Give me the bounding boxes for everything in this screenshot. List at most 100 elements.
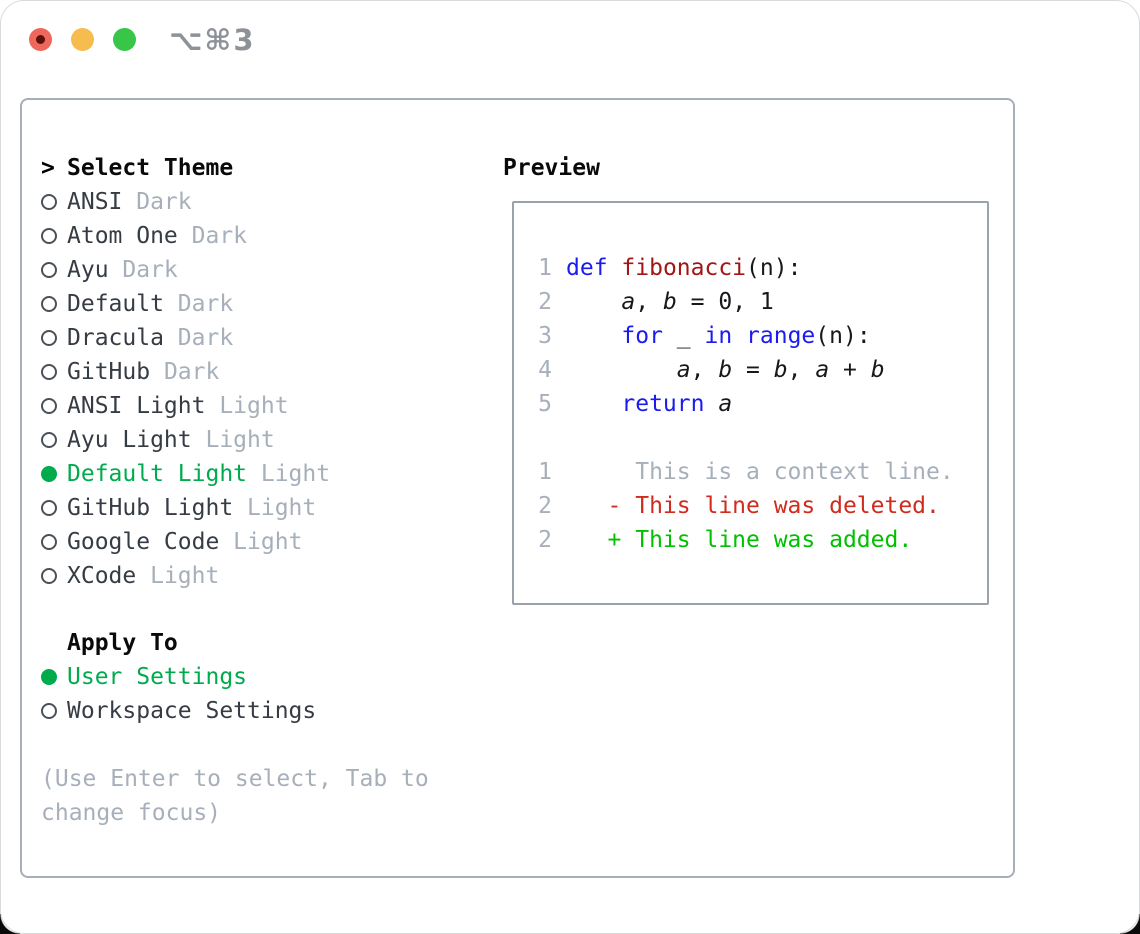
theme-name: GitHub bbox=[67, 359, 151, 385]
code-text: a, b = b, a + b bbox=[676, 357, 885, 383]
diff-preview: 1 This is a context line. 2 - This line w… bbox=[514, 455, 987, 557]
selected-radio-icon bbox=[41, 669, 57, 685]
theme-option-ayu[interactable]: Ayu Dark bbox=[41, 253, 330, 287]
token-var: b bbox=[718, 357, 733, 383]
apply-option-name: User Settings bbox=[67, 664, 248, 690]
theme-variant-tag: Light bbox=[191, 427, 275, 453]
theme-variant-tag: Light bbox=[205, 393, 289, 419]
token-var: b bbox=[662, 289, 677, 315]
theme-variant-tag: Dark bbox=[122, 189, 192, 215]
zoom-button[interactable] bbox=[113, 28, 136, 51]
token-function: fibonacci bbox=[621, 255, 747, 281]
theme-variant-tag: Dark bbox=[108, 257, 178, 283]
line-number: 4 bbox=[538, 357, 552, 383]
token-keyword: return bbox=[621, 391, 705, 417]
line-number: 2 bbox=[538, 493, 552, 519]
screenshot-corner bbox=[0, 914, 20, 934]
preview-title: Preview bbox=[503, 155, 600, 181]
theme-option-xcode[interactable]: XCode Light bbox=[41, 559, 330, 593]
line-number: 1 bbox=[538, 459, 552, 485]
radio-icon bbox=[41, 262, 57, 278]
line-number: 2 bbox=[538, 527, 552, 553]
radio-icon bbox=[41, 398, 57, 414]
screenshot-corner bbox=[1120, 914, 1140, 934]
apply-option-workspace-settings[interactable]: Workspace Settings bbox=[41, 694, 316, 728]
code-line: 2 a, b = 0, 1 bbox=[514, 285, 987, 319]
token-var: a bbox=[621, 289, 636, 315]
theme-name: Default bbox=[67, 291, 164, 317]
prompt-arrow-icon: > bbox=[41, 155, 55, 181]
code-line: 5 return a bbox=[514, 387, 987, 421]
theme-option-github-light[interactable]: GitHub Light Light bbox=[41, 491, 330, 525]
window-title-shortcut: ⌥⌘3 bbox=[169, 23, 256, 57]
theme-name: Google Code bbox=[67, 529, 220, 555]
close-button[interactable] bbox=[29, 28, 52, 51]
select-theme-title: Select Theme bbox=[67, 155, 234, 181]
diff-line-context: 1 This is a context line. bbox=[514, 455, 987, 489]
titlebar: ⌥⌘3 bbox=[1, 1, 1139, 97]
radio-icon bbox=[41, 296, 57, 312]
theme-variant-tag: Light bbox=[247, 461, 331, 487]
theme-option-github[interactable]: GitHub Dark bbox=[41, 355, 330, 389]
apply-to-title: Apply To bbox=[67, 630, 178, 656]
theme-option-ansi[interactable]: ANSI Dark bbox=[41, 185, 330, 219]
token-var: a bbox=[815, 357, 830, 383]
apply-option-user-settings[interactable]: User Settings bbox=[41, 660, 316, 694]
line-number: 5 bbox=[538, 391, 552, 417]
theme-variant-tag: Dark bbox=[163, 325, 234, 351]
theme-variant-tag: Light bbox=[136, 563, 220, 589]
theme-option-atom-one[interactable]: Atom One Dark bbox=[41, 219, 330, 253]
radio-icon bbox=[41, 330, 57, 346]
radio-icon bbox=[41, 432, 57, 448]
line-number: 2 bbox=[538, 289, 552, 315]
radio-icon bbox=[41, 703, 57, 719]
token-keyword: for bbox=[621, 323, 663, 349]
line-number: 1 bbox=[538, 255, 552, 281]
close-button-dot bbox=[36, 35, 45, 44]
theme-option-ansi-light[interactable]: ANSI Light Light bbox=[41, 389, 330, 423]
apply-to-header: Apply To bbox=[41, 626, 316, 660]
theme-variant-tag: Dark bbox=[150, 359, 220, 385]
token-var: a bbox=[676, 357, 691, 383]
theme-option-dracula[interactable]: Dracula Dark bbox=[41, 321, 330, 355]
theme-name: Default Light bbox=[67, 461, 248, 487]
keyboard-hint: (Use Enter to select, Tab to change focu… bbox=[41, 766, 429, 826]
theme-variant-tag: Light bbox=[219, 529, 303, 555]
radio-icon bbox=[41, 534, 57, 550]
radio-icon bbox=[41, 568, 57, 584]
diff-line-added: 2 + This line was added. bbox=[514, 523, 987, 557]
theme-name: XCode bbox=[67, 563, 137, 589]
theme-name: Atom One bbox=[67, 223, 178, 249]
selected-radio-icon bbox=[41, 466, 57, 482]
select-theme-header: > Select Theme bbox=[41, 151, 330, 185]
radio-icon bbox=[41, 228, 57, 244]
blank-line bbox=[514, 421, 987, 455]
code-line: 3 for _ in range(n): bbox=[514, 319, 987, 353]
diff-text: - This line was deleted. bbox=[566, 493, 940, 519]
theme-option-default[interactable]: Default Dark bbox=[41, 287, 330, 321]
minimize-button[interactable] bbox=[71, 28, 94, 51]
theme-option-ayu-light[interactable]: Ayu Light Light bbox=[41, 423, 330, 457]
radio-icon bbox=[41, 500, 57, 516]
code-text: return a bbox=[566, 387, 732, 421]
code-text: for _ in range(n): bbox=[621, 323, 871, 349]
apply-option-name: Workspace Settings bbox=[67, 698, 317, 724]
radio-icon bbox=[41, 194, 57, 210]
theme-name: GitHub Light bbox=[67, 495, 234, 521]
diff-text: + This line was added. bbox=[566, 527, 913, 553]
radio-icon bbox=[41, 364, 57, 380]
theme-option-default-light[interactable]: Default Light Light bbox=[41, 457, 330, 491]
theme-option-google-code[interactable]: Google Code Light bbox=[41, 525, 330, 559]
theme-name: Dracula bbox=[67, 325, 164, 351]
token-keyword: in bbox=[704, 323, 733, 349]
code-text: a, b = 0, 1 bbox=[621, 289, 774, 315]
token-var: b bbox=[870, 357, 885, 383]
